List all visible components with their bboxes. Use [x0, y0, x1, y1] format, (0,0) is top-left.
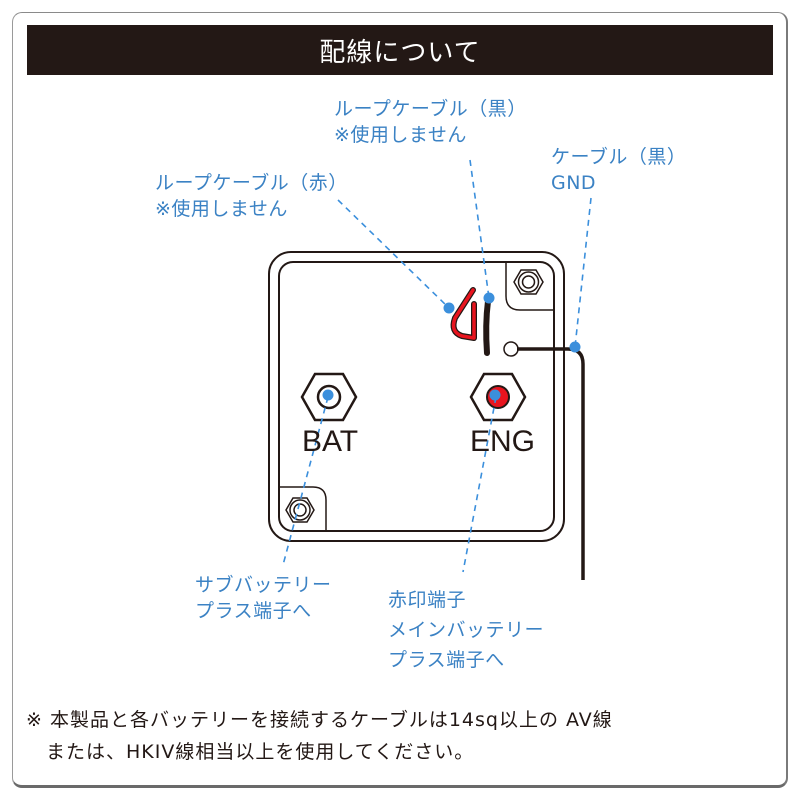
gnd-cable-icon: [517, 347, 585, 580]
label-line: ループケーブル（赤）: [155, 172, 348, 194]
black-loop-cable-icon: [483, 298, 491, 356]
label-line: 赤印端子: [388, 589, 467, 611]
bat-terminal-label: BAT: [302, 425, 359, 458]
label-sub-battery: サブバッテリー プラス端子へ: [195, 572, 332, 624]
label-gnd-cable: ケーブル（黒） GND: [551, 144, 686, 196]
bolt-icon-top-right: [505, 262, 554, 311]
label-loop-cable-black: ループケーブル（黒） ※使用しません: [334, 96, 527, 148]
label-loop-cable-red: ループケーブル（赤） ※使用しません: [155, 170, 348, 222]
cable-spec-note: ※ 本製品と各バッテリーを接続するケーブルは14sq以上の AV線 または、HK…: [26, 704, 613, 768]
label-line: プラス端子へ: [388, 649, 505, 671]
label-line: プラス端子へ: [195, 600, 312, 622]
label-line: ※使用しません: [334, 124, 467, 146]
label-line: GND: [551, 172, 597, 194]
label-line: ケーブル（黒）: [551, 146, 687, 168]
label-line: メインバッテリー: [388, 619, 545, 641]
device-inner-outline: [278, 261, 555, 532]
page-title-bar: 配線について: [27, 25, 773, 75]
device-outer-outline: [268, 251, 565, 542]
label-line: サブバッテリー: [195, 574, 332, 596]
page-title: 配線について: [319, 37, 481, 68]
bolt-icon-bottom-left: [279, 486, 327, 531]
note-line-2: または、HKIV線相当以上を使用してください。: [46, 741, 475, 763]
leader-dots: [322, 292, 581, 401]
label-line: ※使用しません: [155, 198, 288, 220]
note-line-1: ※ 本製品と各バッテリーを接続するケーブルは14sq以上の AV線: [26, 709, 613, 731]
gnd-hole-icon: [503, 341, 519, 357]
eng-terminal-label: ENG: [470, 425, 536, 458]
label-main-battery: 赤印端子 メインバッテリー プラス端子へ: [388, 585, 544, 675]
leader-lines: [282, 159, 592, 573]
label-line: ループケーブル（黒）: [334, 98, 527, 120]
